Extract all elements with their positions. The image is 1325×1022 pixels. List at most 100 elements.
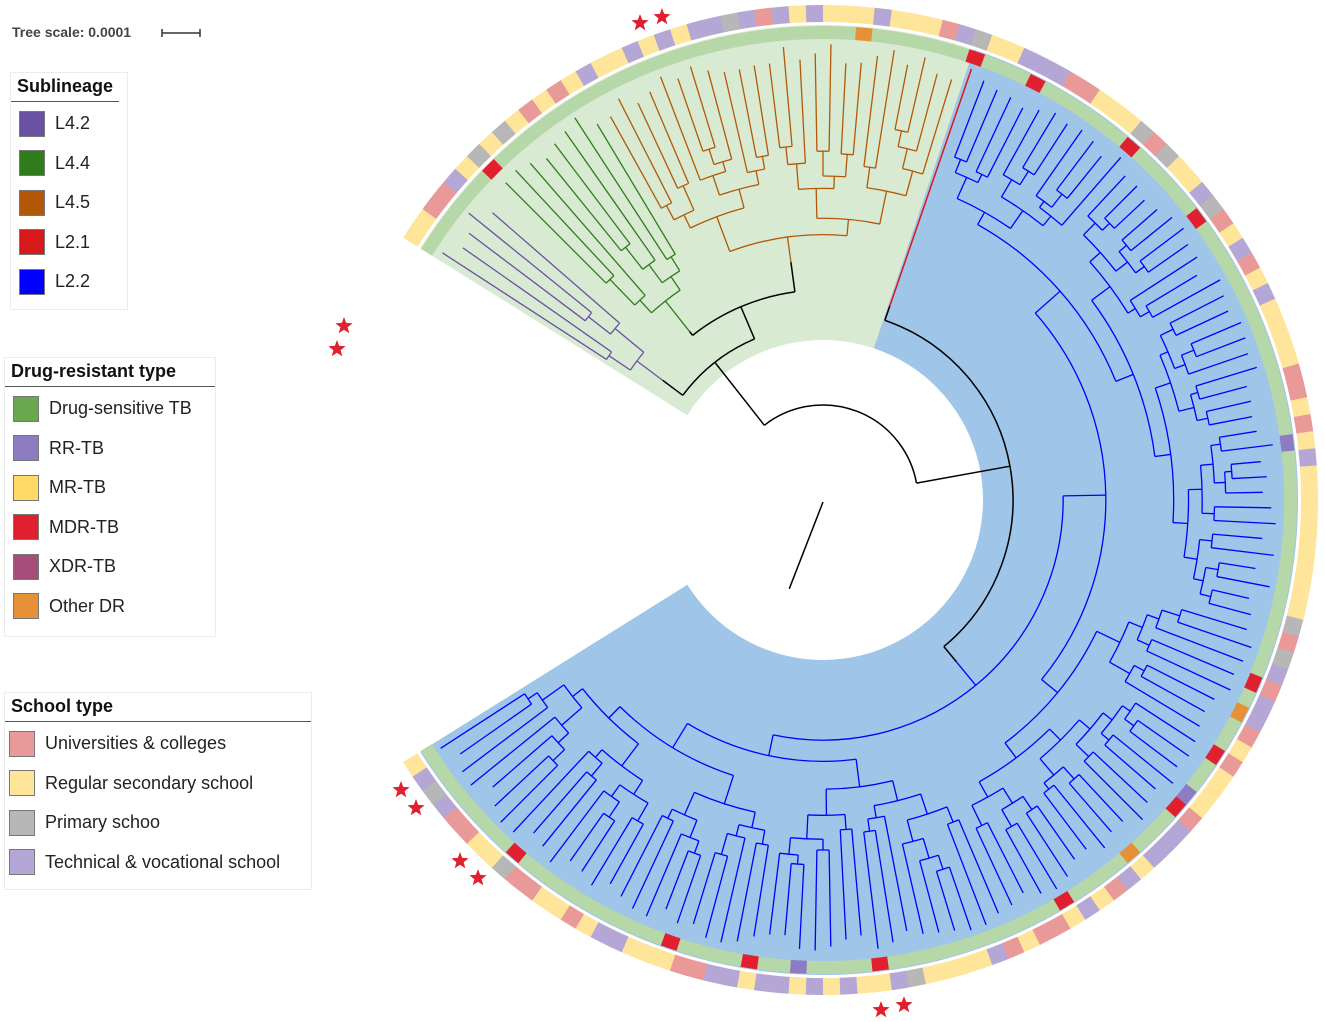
branch — [631, 820, 674, 909]
resistance-cell — [585, 899, 607, 919]
branch-arc — [661, 202, 672, 209]
legend-swatch — [19, 189, 45, 216]
branch — [1075, 743, 1090, 758]
branch — [919, 860, 940, 933]
resistance-cell — [600, 906, 621, 927]
branch — [649, 91, 690, 184]
resistance-cell — [918, 947, 938, 964]
branch — [527, 692, 538, 700]
resistance-cell — [1222, 263, 1242, 284]
branch — [1159, 351, 1169, 356]
school-cell — [1236, 252, 1261, 276]
branch — [1145, 274, 1198, 307]
branch — [689, 819, 698, 838]
legend-swatch — [19, 110, 45, 137]
branch — [608, 355, 631, 371]
school-cell — [922, 15, 944, 37]
resistance-cell — [1237, 292, 1257, 313]
branch — [937, 855, 944, 870]
branch — [682, 185, 695, 211]
branch — [867, 818, 871, 832]
branch — [693, 840, 700, 854]
branch — [1129, 256, 1198, 302]
resistance-cell — [1250, 322, 1269, 343]
branch — [784, 863, 792, 936]
resistance-cell — [1283, 483, 1297, 501]
resistance-cell — [757, 28, 776, 44]
branch — [897, 130, 903, 147]
school-cell — [1228, 237, 1252, 262]
branch — [905, 170, 914, 196]
branch — [956, 177, 968, 199]
branch — [1104, 744, 1156, 790]
school-cell — [1089, 886, 1114, 911]
branch-arc — [1118, 251, 1137, 274]
resistance-cell — [691, 943, 712, 960]
legend-label: Drug-sensitive TB — [49, 398, 192, 419]
school-cell — [590, 921, 614, 945]
branch-arc — [902, 837, 924, 845]
resistance-cell — [1024, 907, 1046, 927]
legend-item: L2.1 — [19, 223, 127, 263]
cluster-star — [469, 869, 487, 886]
branch — [1174, 363, 1186, 370]
resistance-cell — [1119, 842, 1141, 864]
branch — [844, 154, 848, 177]
backbone — [740, 306, 756, 340]
branch — [557, 732, 570, 744]
branch — [1005, 829, 1042, 894]
branch — [814, 53, 818, 152]
resistance-cell — [586, 81, 607, 101]
resistance-cell — [838, 959, 857, 974]
school-cell — [822, 977, 841, 995]
school-cell — [823, 5, 841, 23]
branch — [828, 44, 832, 152]
branch — [712, 175, 721, 196]
branch — [1139, 311, 1150, 318]
branch — [866, 167, 871, 188]
resistance-cell — [1165, 796, 1187, 818]
branch — [785, 146, 789, 165]
branch — [1231, 461, 1261, 465]
legend-swatch — [9, 730, 35, 757]
branch — [1051, 193, 1063, 208]
resistance-cell — [1093, 863, 1115, 884]
branch-arc — [1091, 299, 1156, 457]
resistance-cell — [871, 28, 890, 44]
branch-arc — [605, 275, 615, 284]
cluster-star — [328, 340, 346, 357]
school-cell — [1032, 922, 1056, 946]
branch — [609, 278, 636, 306]
branch — [492, 735, 553, 788]
legend-swatch — [9, 770, 35, 797]
branch — [1196, 417, 1208, 422]
branch — [1211, 547, 1274, 556]
branch — [1034, 290, 1061, 314]
branch-arc — [629, 351, 645, 371]
branch — [648, 264, 663, 284]
school-cell — [805, 977, 823, 995]
resistance-cell — [1222, 716, 1242, 738]
tree-branches — [440, 44, 1276, 951]
resistance-cell — [724, 33, 744, 50]
school-cell — [575, 913, 599, 938]
school-cell — [1017, 47, 1041, 71]
branch — [625, 246, 644, 270]
school-cell — [621, 936, 644, 959]
branch — [1183, 556, 1198, 560]
legend-swatch — [19, 268, 45, 295]
resistance-cell — [505, 842, 527, 864]
branch — [1175, 310, 1229, 336]
branch — [1000, 179, 1013, 198]
resistance-cell — [806, 960, 823, 974]
resistance-cell — [1237, 687, 1257, 709]
branch — [894, 64, 909, 130]
resistance-cell — [1093, 116, 1116, 137]
branch — [1033, 123, 1068, 176]
branch-arc — [866, 187, 907, 197]
resistance-cell — [1176, 195, 1197, 217]
legend-label: L4.2 — [55, 113, 91, 134]
cluster-stars — [328, 8, 913, 1018]
school-cell — [986, 943, 1009, 966]
branch-arc — [1039, 206, 1063, 226]
